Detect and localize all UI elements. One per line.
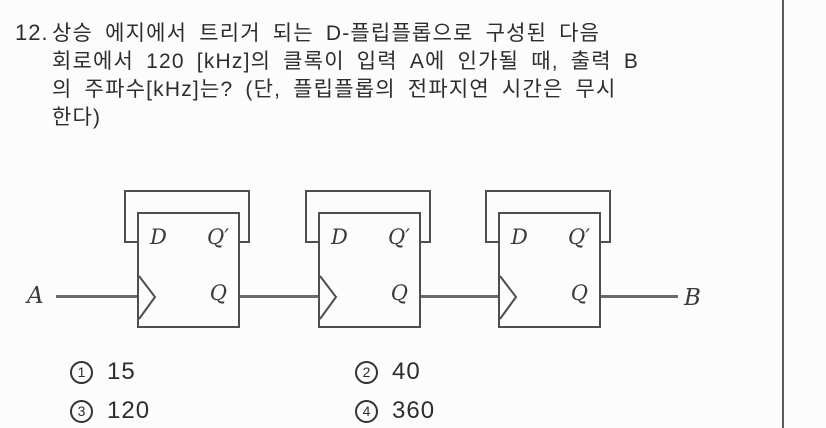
wire-ff2-to-ff3: [421, 295, 500, 298]
port-qbar-label: Q′: [568, 225, 590, 249]
choice-option-1[interactable]: 1 15: [70, 358, 136, 386]
choice-option-3[interactable]: 3 120: [70, 397, 150, 425]
flipflop-body: D Q′ Q: [137, 212, 240, 328]
wire-ff1-to-ff2: [240, 295, 320, 298]
choice-value: 40: [392, 358, 421, 385]
clock-edge-triangle-icon: [499, 275, 518, 320]
input-a-label: A: [27, 283, 44, 309]
column-divider-line: [782, 0, 784, 428]
flipflop-body: D Q′ Q: [318, 212, 421, 328]
choice-value: 15: [107, 358, 136, 385]
question-text: 상승 에지에서 트리거 되는 D-플립플롭으로 구성된 다음 회로에서 120 …: [52, 22, 640, 129]
d-flipflop-2: D Q′ Q: [305, 190, 431, 330]
port-d-label: D: [331, 225, 348, 249]
wire-input-a: [56, 295, 139, 298]
port-q-label: Q: [209, 281, 227, 305]
choice-circle-number: 1: [70, 360, 93, 384]
port-q-label: Q: [570, 281, 588, 305]
d-flipflop-3: D Q′ Q: [485, 190, 611, 330]
choice-circle-number: 4: [355, 399, 378, 423]
clock-edge-triangle-icon: [319, 275, 338, 320]
clock-edge-triangle-icon: [138, 275, 157, 320]
question-number: 12.: [15, 20, 49, 45]
port-d-label: D: [150, 225, 167, 249]
choice-value: 360: [392, 397, 436, 424]
port-qbar-label: Q′: [388, 225, 410, 249]
choice-option-2[interactable]: 2 40: [355, 358, 421, 386]
output-b-label: B: [684, 285, 701, 311]
choice-circle-number: 2: [355, 360, 378, 384]
wire-output-b: [601, 295, 678, 298]
port-d-label: D: [511, 225, 528, 249]
port-qbar-label: Q′: [207, 225, 229, 249]
d-flipflop-1: D Q′ Q: [124, 190, 250, 330]
choice-option-4[interactable]: 4 360: [355, 397, 435, 425]
choice-circle-number: 3: [70, 399, 93, 423]
flipflop-body: D Q′ Q: [498, 212, 601, 328]
choice-value: 120: [107, 397, 151, 424]
port-q-label: Q: [390, 281, 408, 305]
